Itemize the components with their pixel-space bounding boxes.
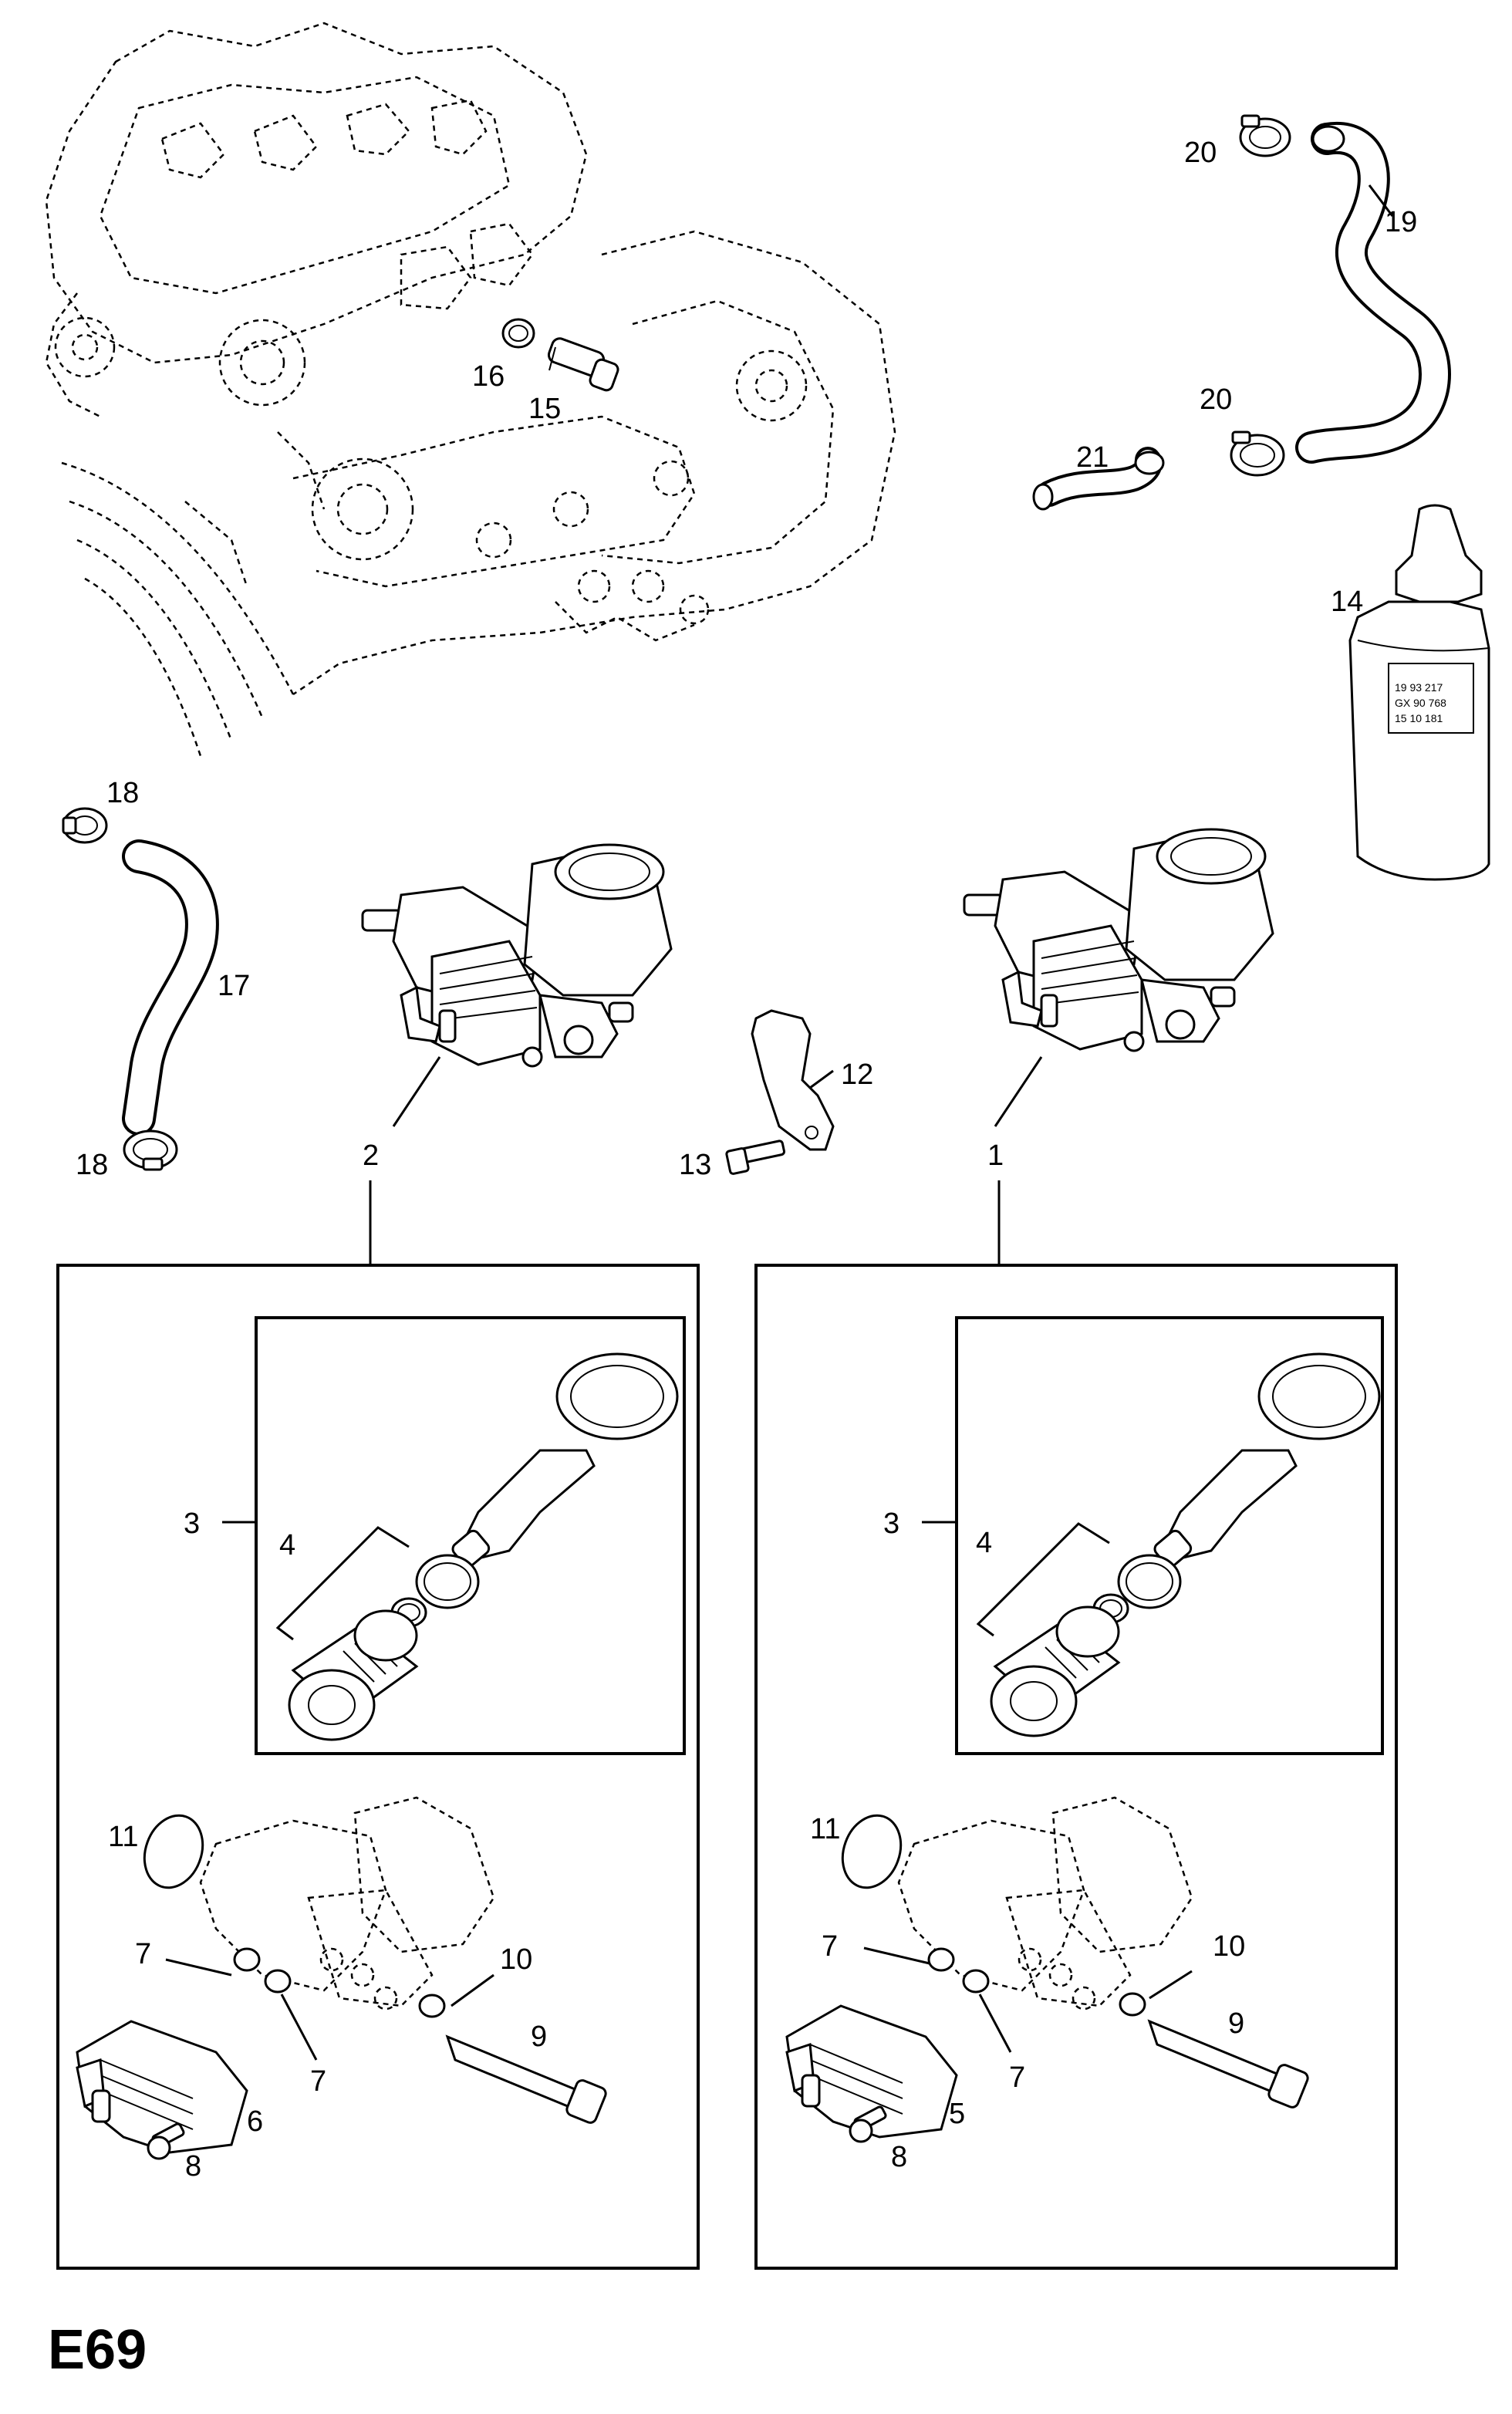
callout-12: 12 [841,1058,873,1091]
filter-insert-box-left [255,1316,686,1755]
callout-17: 17 [218,970,250,1002]
hose-clamp-20-bottom [1230,430,1285,477]
callout-8-left: 8 [185,2150,201,2183]
o-ring-16 [501,318,535,349]
assembly-1-box [754,1264,1398,2270]
filter-insert-left [288,1352,679,1741]
hose-clamp-18-top [62,807,108,844]
housing-and-cooler-left [76,1796,607,2160]
callout-4-left: 4 [279,1529,295,1562]
housing-and-cooler-right [785,1796,1309,2143]
bracket-12 [751,1009,835,1151]
callout-8-right: 8 [891,2141,907,2173]
callout-7-right-b: 7 [1009,2061,1025,2094]
callout-3-left: 3 [184,1507,200,1540]
bolt-13 [725,1139,785,1175]
callout-1: 1 [987,1139,1004,1172]
callout-14: 14 [1331,586,1363,618]
callout-7-right-a: 7 [822,1930,838,1963]
oil-filter-housing-1 [963,828,1274,1052]
callout-7-left-b: 7 [310,2065,326,2098]
oil-filter-housing-2 [361,843,673,1068]
hose-clamp-20-top [1239,114,1291,157]
diagram-code: E69 [48,2319,147,2381]
bottle-label-line-3: 15 10 181 [1395,712,1443,724]
leader-2 [392,1056,441,1127]
callout-19: 19 [1385,206,1417,238]
callout-7-left-a: 7 [135,1938,151,1970]
callout-5: 5 [949,2098,965,2130]
callout-10-right: 10 [1213,1930,1245,1963]
callout-9-right: 9 [1228,2007,1244,2040]
callout-6: 6 [247,2105,263,2138]
bottle-label-line-2: GX 90 768 [1395,697,1446,709]
callout-21: 21 [1076,441,1109,474]
leader-1 [994,1056,1043,1127]
callout-9-left: 9 [531,2021,547,2053]
callout-20-top: 20 [1184,137,1217,169]
filter-insert-box-right [955,1316,1384,1755]
callout-11-left: 11 [108,1821,138,1853]
callout-11-right: 11 [810,1813,840,1845]
callout-13: 13 [679,1149,711,1181]
callout-15: 15 [528,393,561,425]
hose-17 [122,839,219,1136]
engine-block-outline [45,22,896,757]
assembly-2-box [56,1264,700,2270]
callout-2: 2 [363,1139,379,1172]
callout-3-right: 3 [883,1507,899,1540]
breather-fitting-15 [547,337,619,392]
callout-18-top: 18 [106,777,139,809]
callout-16: 16 [472,360,505,393]
hose-clamp-18-bottom [123,1129,178,1171]
callout-4-right: 4 [976,1527,992,1559]
hose-21 [1032,447,1165,511]
callout-10-left: 10 [500,1943,532,1976]
callout-18-bottom: 18 [76,1149,108,1181]
callout-20-bottom: 20 [1200,383,1232,416]
hose-19 [1295,121,1451,464]
filter-insert-right [990,1352,1381,1737]
bottle-label-line-1: 19 93 217 [1395,681,1443,694]
sealant-bottle-14: 19 93 217 GX 90 768 15 10 181 [1348,504,1490,881]
